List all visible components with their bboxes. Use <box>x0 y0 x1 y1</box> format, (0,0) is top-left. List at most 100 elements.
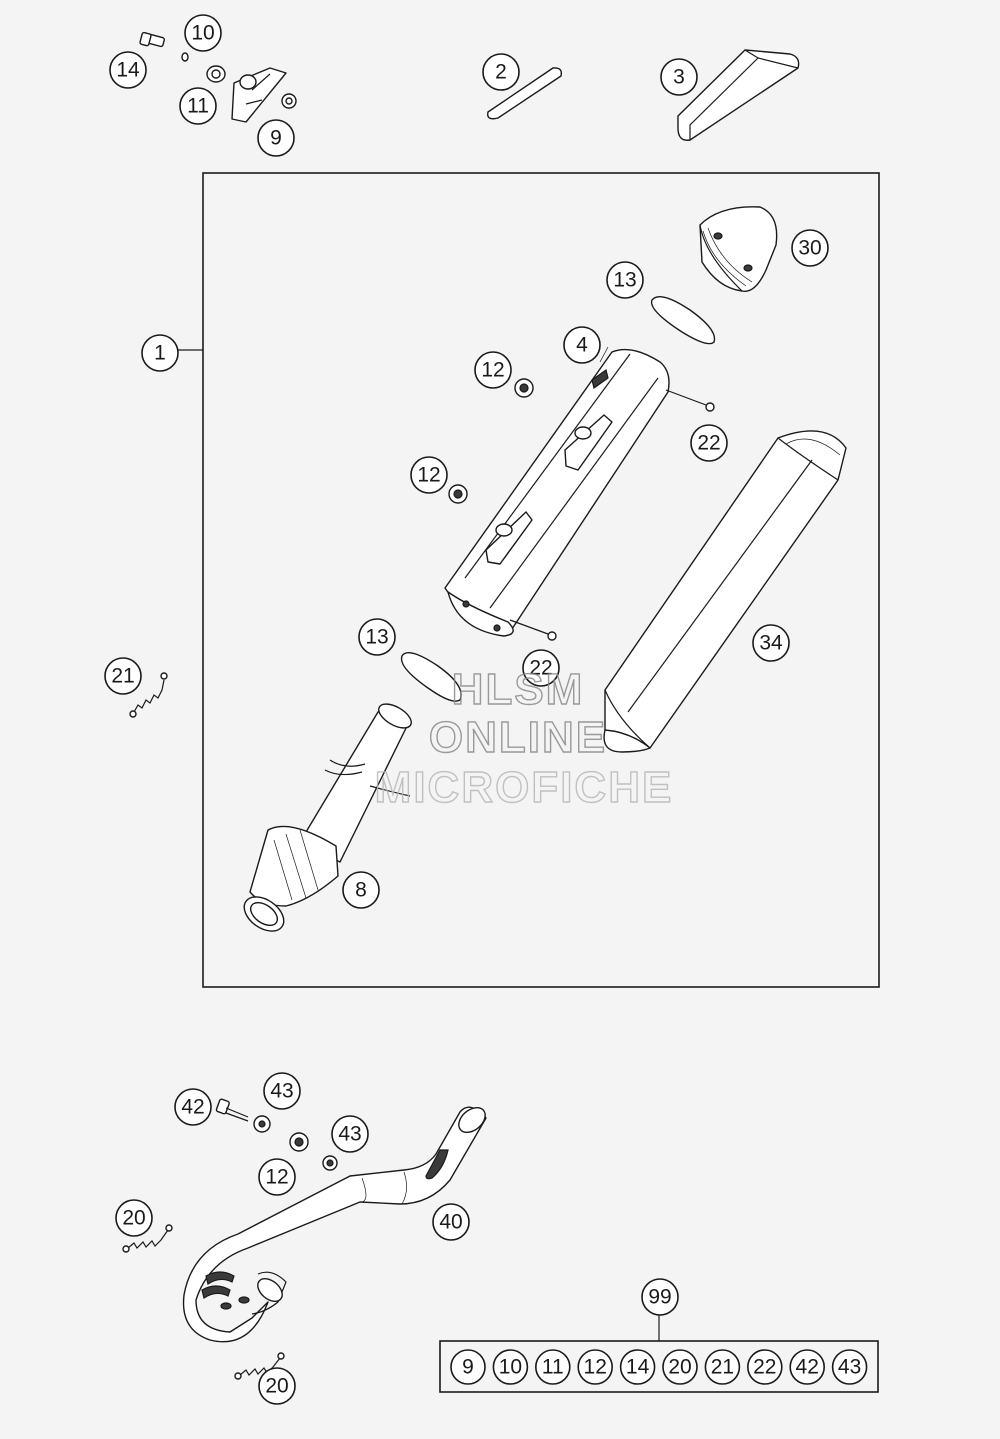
kit-99-item-label: 14 <box>626 1356 650 1379</box>
callout-12-lower[interactable]: 12 <box>410 456 448 494</box>
heat-shield-part-3[interactable] <box>677 49 800 141</box>
bushing-part-11[interactable] <box>206 65 226 83</box>
spring-part-21[interactable] <box>129 672 168 718</box>
callout-14[interactable]: 14 <box>109 51 147 89</box>
kit-99-item-42[interactable]: 42 <box>789 1349 826 1385</box>
gasket-part-13-top[interactable] <box>650 296 716 345</box>
assembly-1-frame <box>202 172 880 988</box>
screw-part-22-top[interactable] <box>665 389 715 412</box>
svg-text:8: 8 <box>355 879 367 902</box>
callout-40[interactable]: 40 <box>432 1203 470 1241</box>
kit-99-contents: 9 10 11 12 14 20 21 22 42 43 <box>450 1349 868 1385</box>
callout-43-lower[interactable]: 43 <box>331 1115 369 1153</box>
callout-8[interactable]: 8 <box>342 871 380 909</box>
kit-99-item-label: 21 <box>711 1356 734 1379</box>
svg-text:14: 14 <box>116 59 140 82</box>
callout-43-upper[interactable]: 43 <box>263 1072 301 1110</box>
kit-99-item-circle <box>662 1349 698 1385</box>
watermark: HLSM ONLINE MICROFICHE <box>374 664 672 812</box>
gasket-part-13-bottom[interactable] <box>400 652 462 702</box>
kit-99-item-21[interactable]: 21 <box>704 1349 741 1385</box>
kit-99-item-label: 11 <box>542 1356 564 1379</box>
muffler-sleeve-part-34[interactable] <box>603 430 847 753</box>
callout-13-top[interactable]: 13 <box>606 261 644 299</box>
grommet-part-12-upper[interactable] <box>514 378 534 398</box>
callout-11[interactable]: 11 <box>179 87 217 125</box>
kit-99-item-11[interactable]: 11 <box>534 1349 571 1385</box>
end-cap-part-30[interactable] <box>699 206 778 293</box>
svg-text:10: 10 <box>191 22 214 45</box>
bolt-part-14[interactable] <box>139 31 166 48</box>
kit-99-item-label: 22 <box>753 1356 776 1379</box>
callout-42[interactable]: 42 <box>174 1088 212 1126</box>
svg-text:42: 42 <box>181 1096 204 1119</box>
svg-text:2: 2 <box>495 61 507 84</box>
callout-3[interactable]: 3 <box>660 58 698 96</box>
svg-text:22: 22 <box>697 432 720 455</box>
svg-text:12: 12 <box>481 359 504 382</box>
svg-text:11: 11 <box>187 95 209 118</box>
callout-20-lower[interactable]: 20 <box>258 1367 296 1405</box>
kit-99-item-circle <box>450 1349 486 1385</box>
leader-line-4 <box>599 346 609 363</box>
svg-text:1: 1 <box>154 342 166 365</box>
kit-99-item-9[interactable]: 9 <box>450 1349 486 1385</box>
screw-part-22-bottom[interactable] <box>509 619 557 641</box>
kit-99-item-43[interactable]: 43 <box>831 1349 868 1385</box>
kit-99-item-14[interactable]: 14 <box>619 1349 656 1385</box>
grommet-part-9[interactable] <box>281 93 297 109</box>
kit-99-item-label: 42 <box>796 1356 819 1379</box>
svg-text:20: 20 <box>122 1207 145 1230</box>
header-pipe-part-40[interactable] <box>182 1103 490 1343</box>
svg-text:22: 22 <box>529 657 552 680</box>
svg-text:43: 43 <box>338 1123 361 1146</box>
callout-4[interactable]: 4 <box>563 326 601 364</box>
svg-text:9: 9 <box>270 127 282 150</box>
callout-20-upper[interactable]: 20 <box>115 1199 153 1237</box>
grommet-part-12-header[interactable] <box>289 1132 309 1152</box>
svg-text:34: 34 <box>759 632 783 655</box>
callout-10[interactable]: 10 <box>184 14 222 52</box>
washer-part-10[interactable] <box>181 52 189 62</box>
svg-text:13: 13 <box>613 269 636 292</box>
grommet-part-12-lower[interactable] <box>448 484 468 504</box>
callout-21[interactable]: 21 <box>104 657 142 695</box>
callout-2[interactable]: 2 <box>482 53 520 91</box>
link-pipe-part-8[interactable] <box>238 699 415 938</box>
kit-99-item-label: 12 <box>584 1356 607 1379</box>
svg-text:40: 40 <box>439 1211 462 1234</box>
callout-9[interactable]: 9 <box>257 119 295 157</box>
callout-13-bottom[interactable]: 13 <box>358 618 396 656</box>
bolt-part-42[interactable] <box>215 1098 249 1122</box>
kit-99-item-20[interactable]: 20 <box>662 1349 698 1385</box>
kit-99-item-circle <box>746 1349 783 1385</box>
callout-30[interactable]: 30 <box>791 229 829 267</box>
kit-99-item-circle <box>534 1349 571 1385</box>
callout-22-bottom[interactable]: 22 <box>522 649 560 687</box>
callout-22-top[interactable]: 22 <box>690 424 728 462</box>
kit-99-item-22[interactable]: 22 <box>746 1349 783 1385</box>
kit-99-item-12[interactable]: 12 <box>577 1349 614 1385</box>
callout-34[interactable]: 34 <box>752 624 790 662</box>
svg-text:13: 13 <box>365 626 388 649</box>
callout-12-upper[interactable]: 12 <box>474 351 512 389</box>
heat-shield-part-2[interactable] <box>487 67 563 120</box>
kit-99-item-circle <box>577 1349 614 1385</box>
bracket-part[interactable] <box>231 67 287 123</box>
callout-12-header[interactable]: 12 <box>258 1158 296 1196</box>
svg-text:4: 4 <box>576 334 588 357</box>
svg-text:43: 43 <box>270 1080 293 1103</box>
washer-part-43-lower[interactable] <box>322 1155 338 1171</box>
callout-99[interactable]: 99 <box>641 1278 679 1316</box>
kit-99-item-label: 43 <box>838 1356 861 1379</box>
kit-99-item-circle <box>704 1349 741 1385</box>
spring-part-20-upper[interactable] <box>122 1224 173 1253</box>
svg-text:12: 12 <box>417 464 440 487</box>
callout-1[interactable]: 1 <box>141 334 179 372</box>
kit-99-item-10[interactable]: 10 <box>492 1349 529 1385</box>
kit-99-item-label: 10 <box>499 1356 522 1379</box>
muffler-inner-part-4[interactable] <box>444 348 670 637</box>
kit-99-item-circle <box>831 1349 868 1385</box>
washer-part-43-upper[interactable] <box>253 1115 271 1133</box>
